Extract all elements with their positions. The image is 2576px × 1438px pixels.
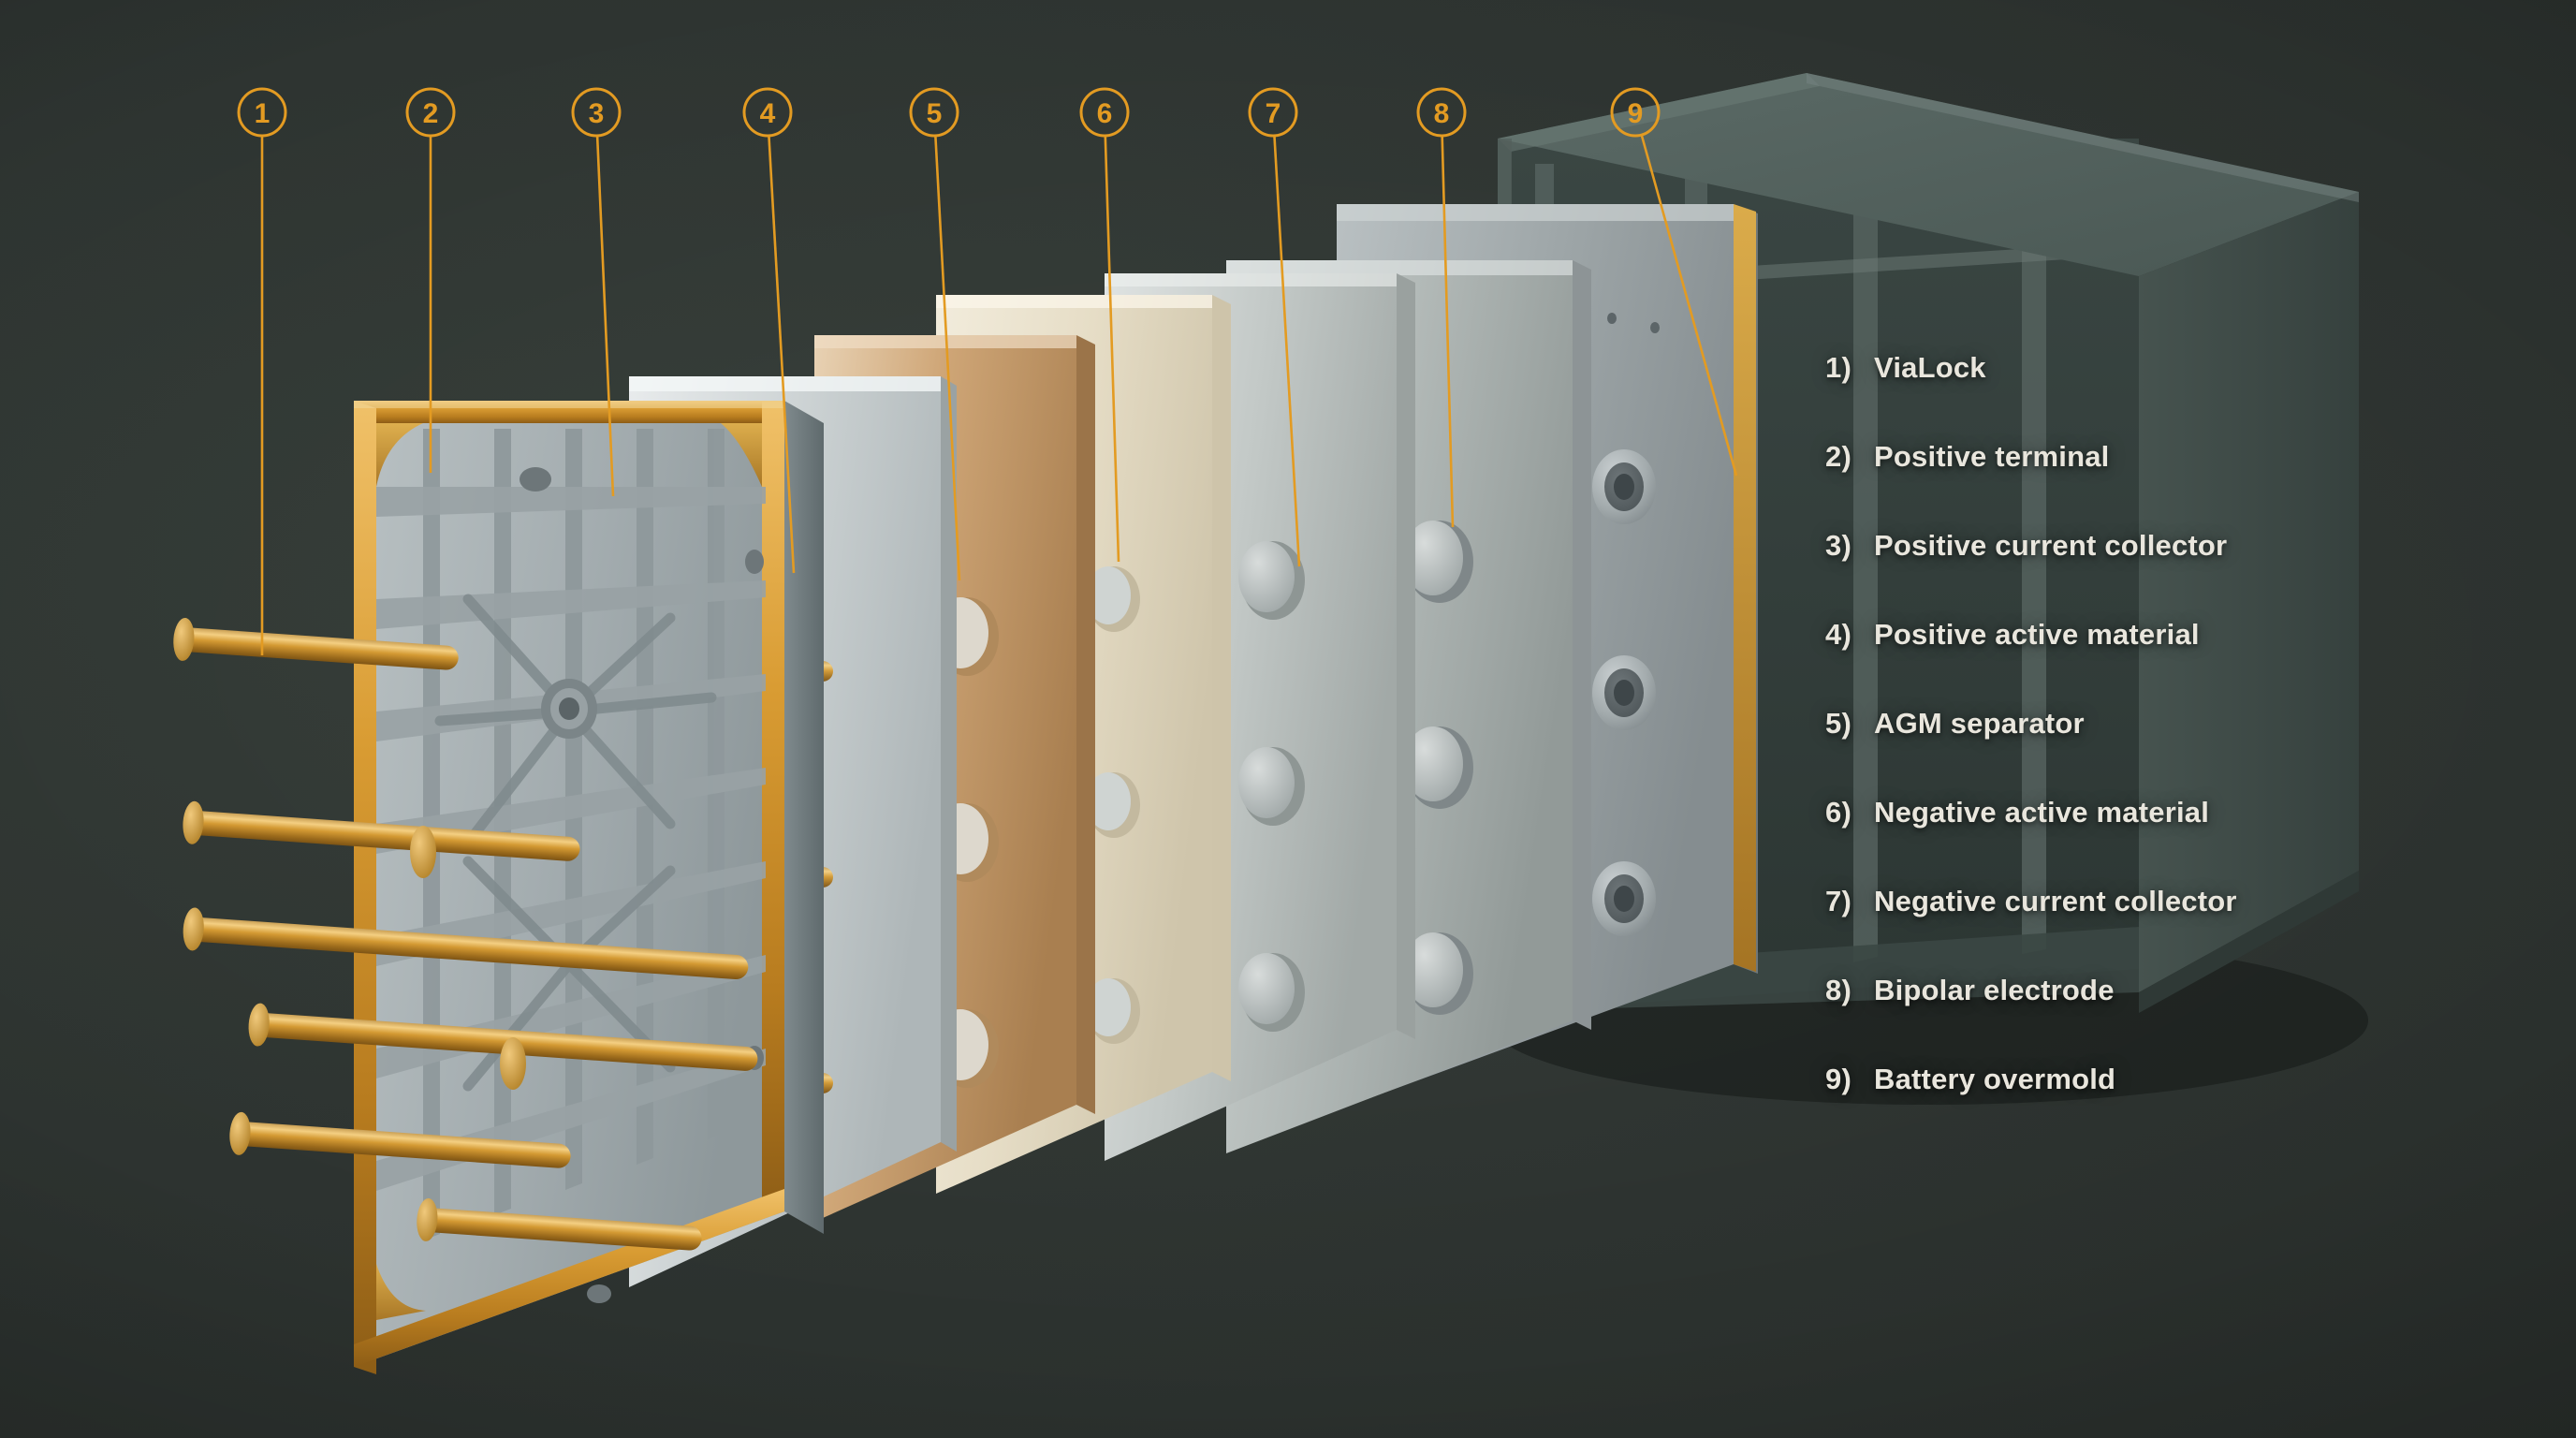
legend: 1) ViaLock 2) Positive terminal 3) Positive… [1825, 323, 2237, 1123]
legend-label: Positive active material [1874, 618, 2200, 651]
callout-leader-line [595, 135, 615, 497]
callout-number: 4 [760, 98, 776, 129]
legend-item: 3) Positive current collector [1825, 501, 2237, 590]
callout-number: 8 [1434, 98, 1450, 129]
legend-item: 9) Battery overmold [1825, 1034, 2237, 1123]
legend-label: Battery overmold [1874, 1063, 2116, 1095]
legend-item: 7) Negative current collector [1825, 857, 2237, 946]
callout-circle-2[interactable] [405, 87, 456, 138]
callout-leader-line [1273, 135, 1301, 567]
callout-number: 1 [255, 98, 271, 129]
legend-label: AGM separator [1874, 707, 2085, 740]
callout-leader-line [1640, 134, 1738, 477]
legend-label: Negative current collector [1874, 885, 2237, 917]
callout-number: 2 [423, 98, 439, 129]
callout-circle-6[interactable] [1079, 87, 1130, 138]
legend-number: 2) [1825, 440, 1852, 473]
legend-item: 2) Positive terminal [1825, 412, 2237, 501]
legend-label: Positive terminal [1874, 440, 2110, 473]
callout-circle-3[interactable] [571, 87, 622, 138]
vialock-rod [183, 907, 749, 980]
legend-label: ViaLock [1874, 351, 1986, 384]
legend-number: 3) [1825, 529, 1852, 562]
callout-circle-8[interactable] [1416, 87, 1467, 138]
callout-circle-4[interactable] [742, 87, 793, 138]
callout-number: 6 [1097, 98, 1113, 129]
legend-label: Bipolar electrode [1874, 974, 2115, 1006]
legend-item: 5) AGM separator [1825, 679, 2237, 768]
legend-label: Negative active material [1874, 796, 2210, 829]
callout-leader-line [768, 135, 796, 574]
callout-number: 3 [589, 98, 605, 129]
callout-circle-9[interactable] [1610, 87, 1661, 138]
legend-item: 8) Bipolar electrode [1825, 946, 2237, 1034]
callout-circle-5[interactable] [909, 87, 959, 138]
legend-item: 4) Positive active material [1825, 590, 2237, 679]
vialock-rod [417, 1197, 702, 1251]
callout-number: 9 [1628, 98, 1644, 129]
callout-number: 7 [1266, 98, 1281, 129]
legend-number: 7) [1825, 885, 1852, 917]
callout-leader-line [934, 135, 961, 581]
callout-circle-1[interactable] [237, 87, 287, 138]
vialock-rods [173, 617, 758, 1251]
legend-number: 6) [1825, 796, 1852, 829]
legend-number: 8) [1825, 974, 1852, 1006]
callout-leader-line [1104, 135, 1120, 563]
legend-number: 5) [1825, 707, 1852, 740]
vialock-rod [248, 1003, 758, 1090]
legend-number: 4) [1825, 618, 1852, 651]
legend-label: Positive current collector [1874, 529, 2228, 562]
callout-circle-7[interactable] [1248, 87, 1298, 138]
legend-item: 1) ViaLock [1825, 323, 2237, 412]
legend-number: 1) [1825, 351, 1852, 384]
callout-leader-line [1441, 135, 1455, 528]
vialock-rod [183, 800, 580, 878]
vialock-rod [173, 617, 459, 670]
vialock-rod [229, 1111, 571, 1168]
legend-number: 9) [1825, 1063, 1852, 1095]
legend-item: 6) Negative active material [1825, 768, 2237, 857]
callout-number: 5 [927, 98, 943, 129]
